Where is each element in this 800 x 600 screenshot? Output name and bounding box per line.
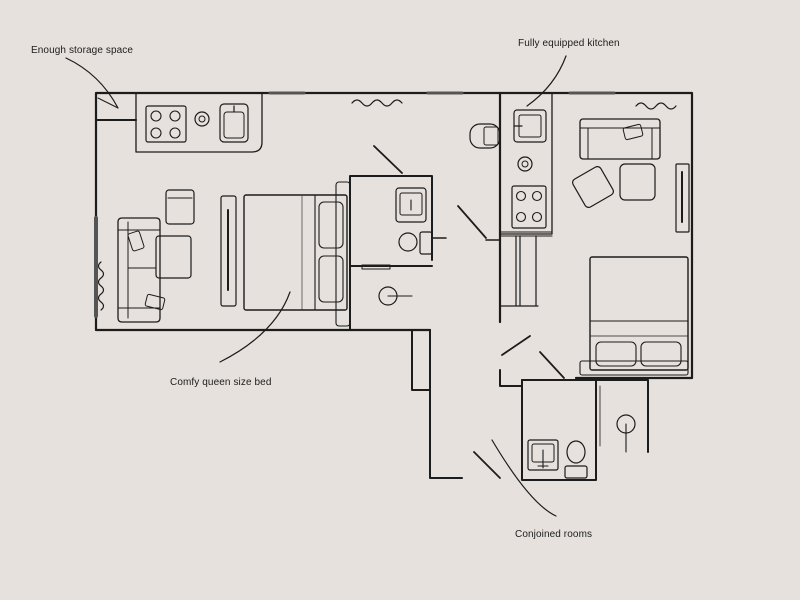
- right-sofa-pillow: [622, 123, 644, 141]
- connector-door-swing: [457, 205, 487, 239]
- storage-annotation: Enough storage space: [31, 45, 134, 56]
- left-sofa: [117, 217, 166, 323]
- left-bathroom: [349, 175, 447, 331]
- storage-closet: [95, 97, 137, 121]
- right-wardrobe: [499, 235, 539, 307]
- left-apartment: [94, 91, 502, 479]
- left-bath-sink: [395, 187, 427, 223]
- right-cooktop: [511, 185, 547, 229]
- left-hallway-walls: [411, 329, 463, 479]
- storage-leader: [65, 57, 119, 109]
- bed-annotation: Comfy queen size bed: [170, 377, 272, 388]
- left-kitchen-counter: [135, 92, 263, 153]
- left-ottoman: [155, 235, 192, 279]
- kitchen-leader: [526, 55, 567, 107]
- left-door-swing: [373, 145, 403, 174]
- left-cooktop: [145, 105, 187, 143]
- left-queen-bed: [243, 181, 351, 327]
- right-bed-pillow-2: [640, 341, 682, 367]
- right-kitchen-counter: [499, 92, 553, 237]
- right-door-swing-2: [539, 351, 565, 379]
- right-faucet-icon: [517, 156, 533, 172]
- left-sofa-pillow-1: [127, 230, 145, 252]
- left-headboard: [335, 181, 351, 327]
- left-faucet-icon: [194, 111, 210, 127]
- bed-leader: [219, 291, 291, 363]
- right-headboard: [579, 360, 689, 376]
- right-fridge: [469, 123, 501, 149]
- right-apartment: [469, 91, 694, 481]
- left-curtain-top: [351, 99, 403, 107]
- left-sink-icon: [219, 103, 249, 143]
- left-curtain-side: [97, 261, 105, 311]
- right-curtain-top: [635, 102, 677, 110]
- kitchen-annotation: Fully equipped kitchen: [518, 38, 620, 49]
- right-bathroom: [521, 379, 649, 481]
- left-bed-pillow-1: [318, 201, 344, 249]
- right-queen-bed: [579, 256, 689, 376]
- right-bed-pillow-1: [595, 341, 637, 367]
- right-tv-console: [675, 163, 690, 233]
- left-outer-wall: [94, 91, 502, 332]
- left-armchair: [165, 189, 195, 225]
- conjoined-leader: [491, 439, 557, 517]
- right-door-swing-1: [501, 335, 531, 356]
- right-bath-sink: [527, 439, 559, 471]
- left-tv-console: [220, 195, 237, 307]
- right-armchair: [572, 166, 614, 208]
- left-bed-pillow-2: [318, 255, 344, 303]
- left-toilet-icon: [398, 232, 418, 252]
- right-sofa: [579, 118, 661, 160]
- conjoined-rooms-annotation: Conjoined rooms: [515, 529, 593, 540]
- right-toilet-icon: [566, 440, 586, 464]
- left-sofa-pillow-2: [144, 293, 166, 311]
- right-ottoman: [619, 163, 656, 201]
- conjoined-door-swing: [473, 451, 501, 479]
